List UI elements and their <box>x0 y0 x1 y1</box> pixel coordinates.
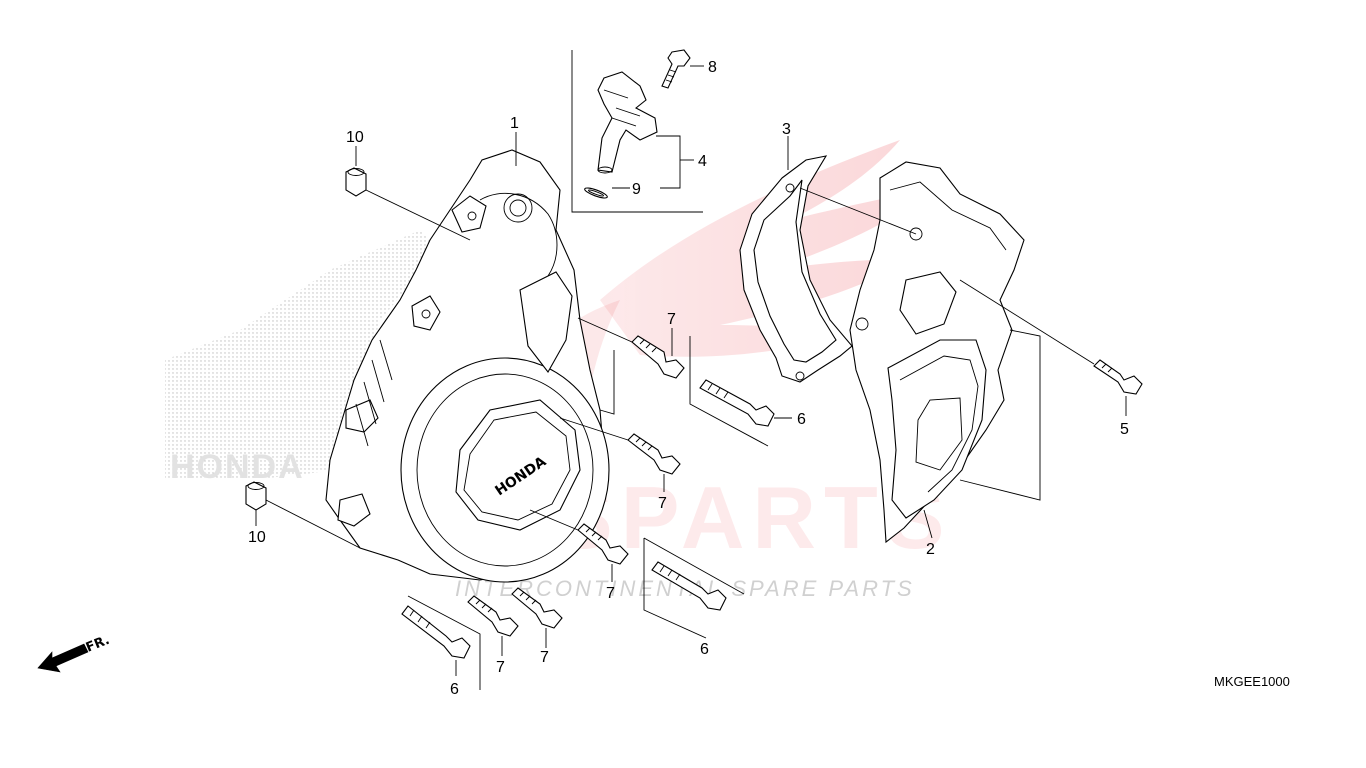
bolt-6a-part[interactable] <box>699 379 775 427</box>
callout-10b: 10 <box>248 529 266 546</box>
callout-10a: 10 <box>346 129 364 146</box>
front-arrow-icon <box>37 643 89 673</box>
callout-7e: 7 <box>540 649 549 666</box>
honda-dotted-watermark: HONDA <box>165 230 440 486</box>
callout-9: 9 <box>632 181 641 198</box>
callout-2-bracket <box>959 329 1041 501</box>
callout-7a: 7 <box>667 311 676 328</box>
callout-6c-bracket <box>407 595 481 690</box>
callout-6a: 6 <box>797 411 806 428</box>
callout-7c: 7 <box>606 585 615 602</box>
gasket-part[interactable] <box>739 155 853 383</box>
callout-6b-bracket <box>643 538 707 639</box>
callout-labels: 1 2 3 4 5 6 6 6 7 7 7 7 7 8 9 10 10 <box>248 59 1129 698</box>
dowel-pin-upper-part[interactable] <box>345 167 367 197</box>
bolt-7b-axis <box>559 417 629 441</box>
figure-code: MKGEE1000 <box>1214 674 1290 689</box>
bolt-6c-part[interactable] <box>401 605 471 659</box>
dowel-lower-axis <box>265 499 361 549</box>
callout-4: 4 <box>698 153 707 170</box>
bolt-7e-part[interactable] <box>511 587 563 629</box>
callout-2: 2 <box>926 541 935 558</box>
dowel-upper-axis <box>365 189 471 241</box>
callout-1: 1 <box>510 115 519 132</box>
bolt-7c-part[interactable] <box>577 523 629 565</box>
honda-watermark-text: HONDA <box>170 448 305 486</box>
bolt-7-bracket <box>599 350 615 415</box>
callout-6b: 6 <box>700 641 709 658</box>
bolt-5-part[interactable] <box>1093 359 1143 395</box>
callout-7d: 7 <box>496 659 505 676</box>
callout-3: 3 <box>782 121 791 138</box>
dowel-pin-lower-part[interactable] <box>245 481 267 511</box>
front-direction-indicator: FR. <box>37 633 112 673</box>
speed-sensor-part[interactable] <box>597 71 658 174</box>
o-ring-part[interactable] <box>584 186 609 200</box>
front-direction-label: FR. <box>84 633 112 656</box>
bolt-6b-part[interactable] <box>651 561 727 611</box>
gasket-axis <box>799 187 917 235</box>
callout-7b: 7 <box>658 495 667 512</box>
bolt-8-part[interactable] <box>661 49 691 89</box>
callout-6c: 6 <box>450 681 459 698</box>
left-crankcase-cover-part[interactable]: HONDA <box>325 149 610 583</box>
sprocket-cover-part[interactable] <box>849 161 1025 544</box>
callout-4-bracket <box>656 135 681 189</box>
callout-6b-axis <box>643 537 745 595</box>
bolt-7a-part[interactable] <box>631 335 685 379</box>
bolt-7b-part[interactable] <box>627 433 681 475</box>
callout-8: 8 <box>708 59 717 76</box>
sensor-kit-bracket <box>571 50 703 213</box>
callout-5: 5 <box>1120 421 1129 438</box>
bolt-5-axis <box>959 279 1095 365</box>
bolt-7c-axis <box>529 509 579 531</box>
bolt-7a-axis <box>577 317 633 343</box>
callout-2-leader <box>923 509 933 539</box>
callout-6a-bracket <box>689 336 769 447</box>
bolt-7d-part[interactable] <box>467 595 519 637</box>
